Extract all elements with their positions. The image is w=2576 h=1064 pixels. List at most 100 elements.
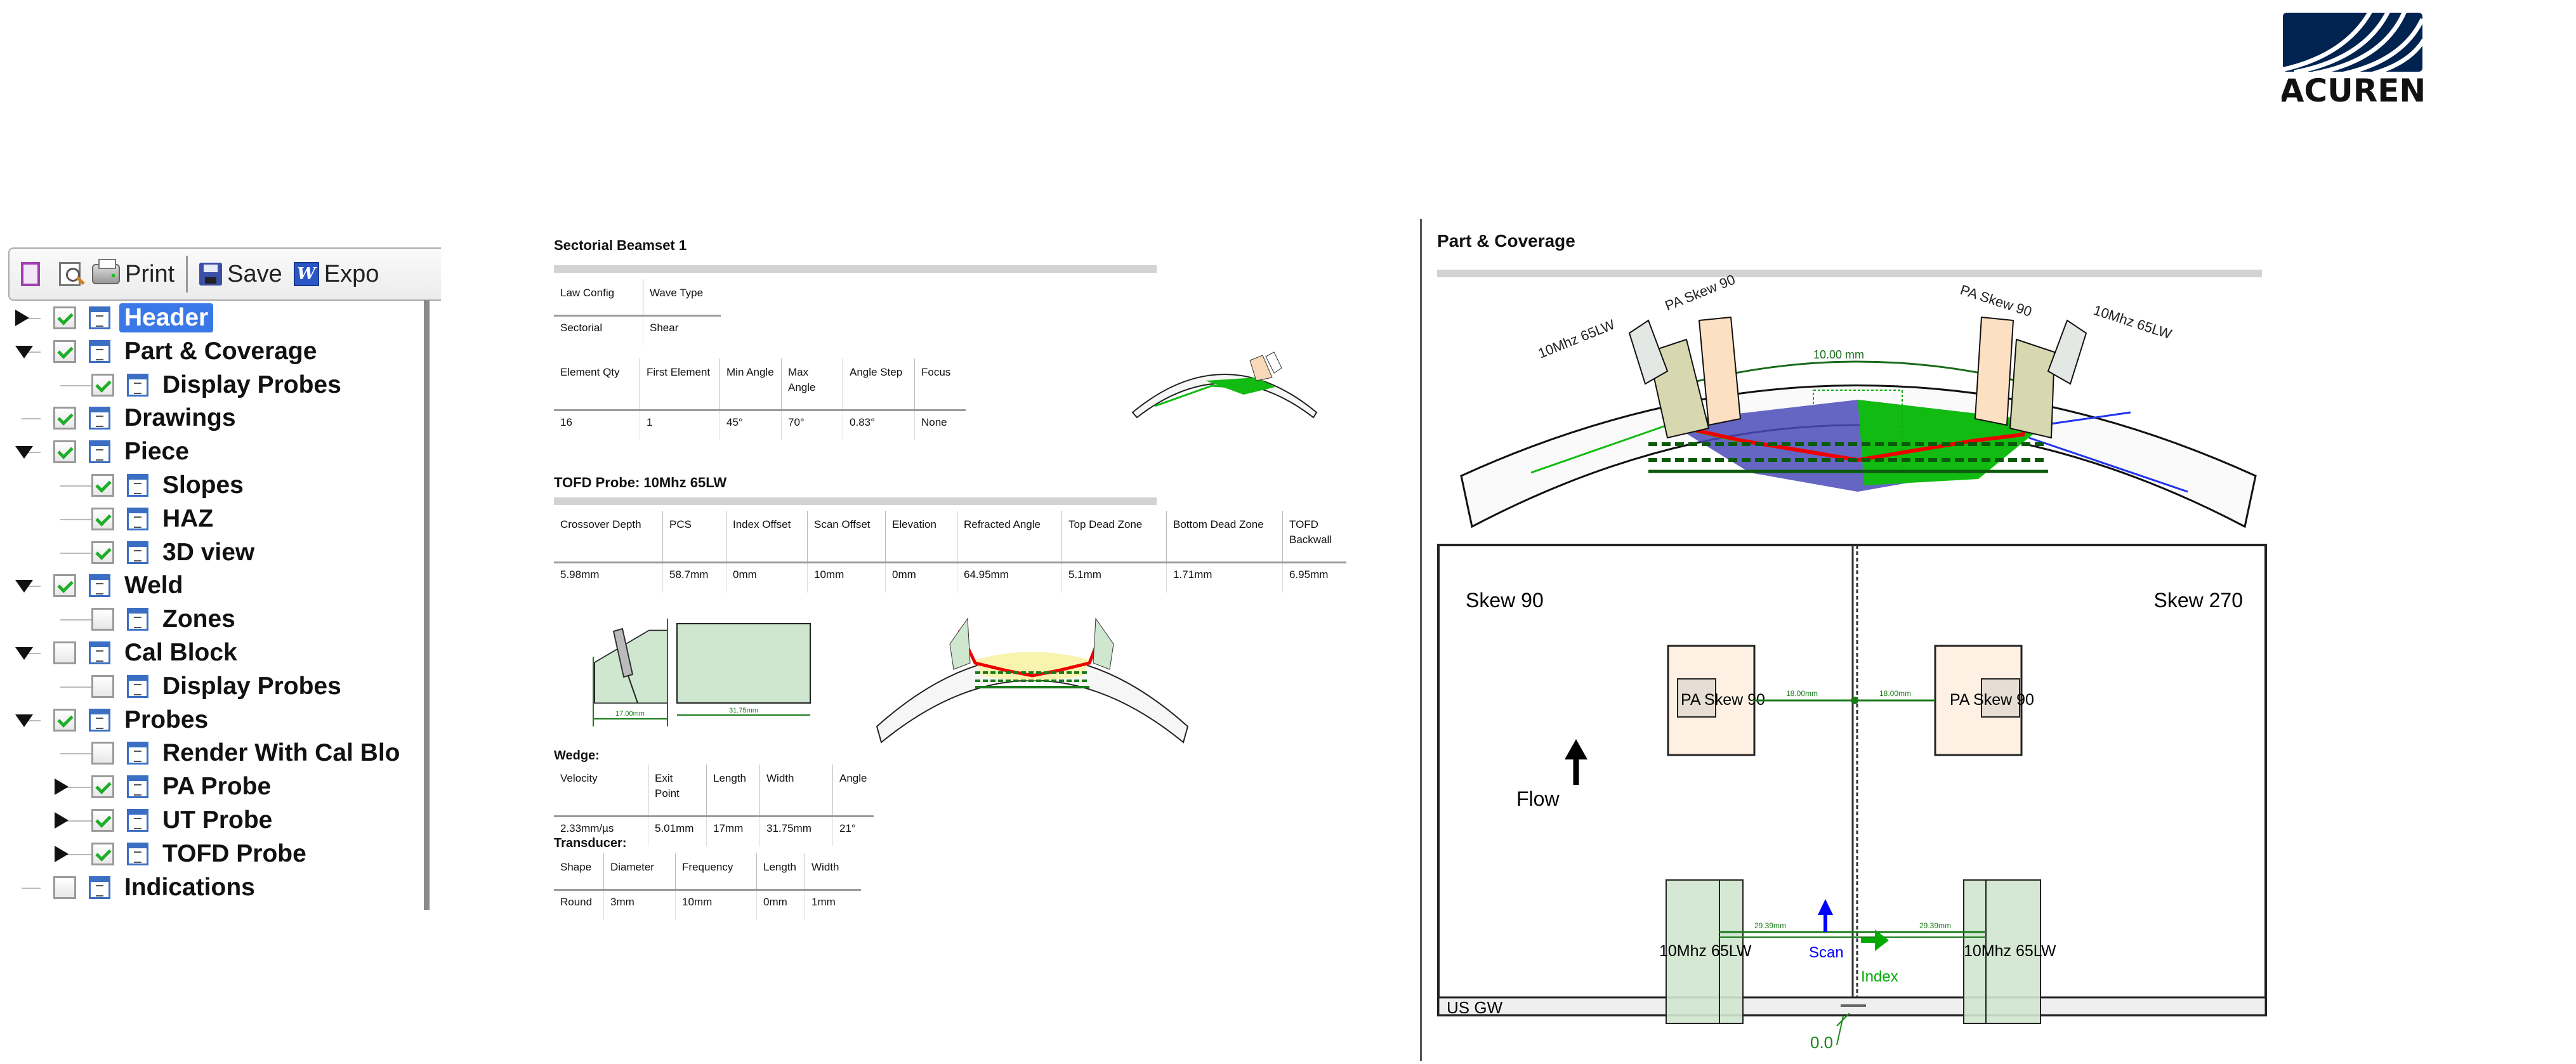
expand-arrow-icon[interactable] — [55, 778, 69, 796]
collapse-arrow-icon[interactable] — [15, 446, 33, 459]
column-header: Elevation — [885, 511, 957, 563]
tree-item[interactable]: Display Probes — [0, 671, 424, 702]
column-header: Scan Offset — [807, 511, 886, 563]
checkbox[interactable] — [91, 674, 114, 698]
tree-item[interactable]: PA Probe — [0, 771, 424, 803]
checkbox[interactable] — [53, 641, 76, 664]
document-icon — [127, 608, 148, 631]
table-cell: 10mm — [807, 562, 886, 593]
checkbox[interactable] — [53, 574, 76, 598]
tree-item[interactable]: Indications — [0, 872, 424, 903]
tree-connector — [60, 753, 95, 755]
tree-item-label: Part & Coverage — [124, 337, 317, 365]
checkbox[interactable] — [53, 407, 76, 430]
index-arrow-icon — [1861, 929, 1889, 951]
expand-arrow-icon[interactable] — [55, 812, 69, 829]
coverage-side-view: 10.00 mm 10Mhz 65LW PA Skew 90 PA Skew 9… — [1458, 272, 2259, 533]
tree-connector — [22, 318, 41, 319]
table-cell: 5.1mm — [1061, 562, 1167, 593]
checkbox[interactable] — [91, 541, 114, 564]
table-cell: 16 — [560, 416, 572, 428]
save-button[interactable]: Save — [199, 261, 282, 288]
checkbox[interactable] — [53, 876, 76, 899]
tree-item-label: Render With Cal Blo — [162, 739, 400, 767]
tree-item[interactable]: TOFD Probe — [0, 838, 424, 870]
logo-text: ACUREN — [2282, 72, 2424, 104]
scan-label: Scan — [1809, 944, 1844, 961]
tree-item-label: Header — [119, 303, 214, 332]
tree-connector — [60, 384, 95, 386]
collapse-arrow-icon[interactable] — [15, 647, 33, 660]
tree-item[interactable]: Weld — [0, 570, 424, 601]
checkbox[interactable] — [53, 708, 76, 732]
tree-item-label: Weld — [124, 572, 183, 600]
tree-item-label: Drawings — [124, 404, 236, 432]
checkbox[interactable] — [91, 809, 114, 832]
page-setup-icon — [21, 262, 40, 286]
tree-item[interactable]: Cal Block — [0, 637, 424, 669]
tree-item[interactable]: Part & Coverage — [0, 336, 424, 367]
pa-dim-label: 18.00mm — [1786, 689, 1818, 698]
table-cell: 58.7mm — [662, 562, 726, 593]
tree-item[interactable]: Render With Cal Blo — [0, 737, 424, 769]
tree-connector — [60, 787, 95, 789]
column-header: Top Dead Zone — [1061, 511, 1167, 563]
document-icon — [89, 306, 110, 329]
expand-arrow-icon[interactable] — [55, 845, 69, 862]
section-divider — [554, 497, 1157, 505]
checkbox[interactable] — [91, 742, 114, 765]
tree-item-label: 3D view — [162, 538, 255, 566]
checkbox[interactable] — [53, 339, 76, 363]
tree-item[interactable]: HAZ — [0, 503, 424, 535]
tree-item[interactable]: UT Probe — [0, 805, 424, 836]
section-divider — [554, 265, 1157, 273]
tree-item[interactable]: 3D view — [0, 537, 424, 568]
checkbox[interactable] — [91, 507, 114, 530]
checkbox[interactable] — [53, 306, 76, 329]
document-icon — [89, 407, 110, 430]
tree-item[interactable]: Probes — [0, 704, 424, 736]
tree-item[interactable]: Display Probes — [0, 369, 424, 401]
tree-connector — [22, 887, 41, 889]
export-word-button[interactable]: W Expo — [293, 261, 379, 288]
tree-item-label: Zones — [162, 605, 235, 633]
tree-item[interactable]: Zones — [0, 603, 424, 635]
tree-connector — [60, 552, 95, 554]
table-cell: 1.71mm — [1166, 562, 1283, 593]
checkbox[interactable] — [53, 440, 76, 464]
tree-item[interactable]: Drawings — [0, 402, 424, 434]
print-label: Print — [125, 260, 175, 287]
page-setup-button[interactable] — [21, 262, 40, 286]
pa-probe-wedge — [1249, 355, 1273, 381]
table-cell: 0mm — [726, 562, 808, 593]
checkbox[interactable] — [91, 474, 114, 497]
tree-item[interactable]: Header — [0, 302, 424, 334]
column-header: Element Qty — [554, 358, 640, 411]
collapse-arrow-icon[interactable] — [15, 345, 33, 358]
checkbox[interactable] — [91, 842, 114, 865]
tree-item-label: HAZ — [162, 504, 214, 532]
expand-arrow-icon[interactable] — [15, 310, 29, 326]
table-cell: 0mm — [756, 890, 805, 920]
tofd-beam-path — [957, 629, 1104, 678]
tree-item[interactable]: Slopes — [0, 470, 424, 501]
print-preview-button[interactable] — [59, 262, 85, 286]
checkbox[interactable] — [91, 608, 114, 631]
column-header: Frequency — [675, 853, 757, 891]
beamset-preview-drawing — [1129, 343, 1320, 425]
print-button[interactable]: Print — [92, 259, 175, 288]
document-icon — [127, 373, 148, 397]
tree-item[interactable]: Piece — [0, 436, 424, 468]
checkbox[interactable] — [91, 775, 114, 799]
checkbox[interactable] — [91, 373, 114, 397]
origin-label: 0.0 — [1810, 1033, 1833, 1052]
collapse-arrow-icon[interactable] — [15, 580, 33, 593]
wedge-top-view — [676, 623, 811, 704]
document-icon — [89, 574, 110, 598]
tree-scrollbar[interactable] — [424, 300, 430, 910]
collapse-arrow-icon[interactable] — [15, 714, 33, 727]
